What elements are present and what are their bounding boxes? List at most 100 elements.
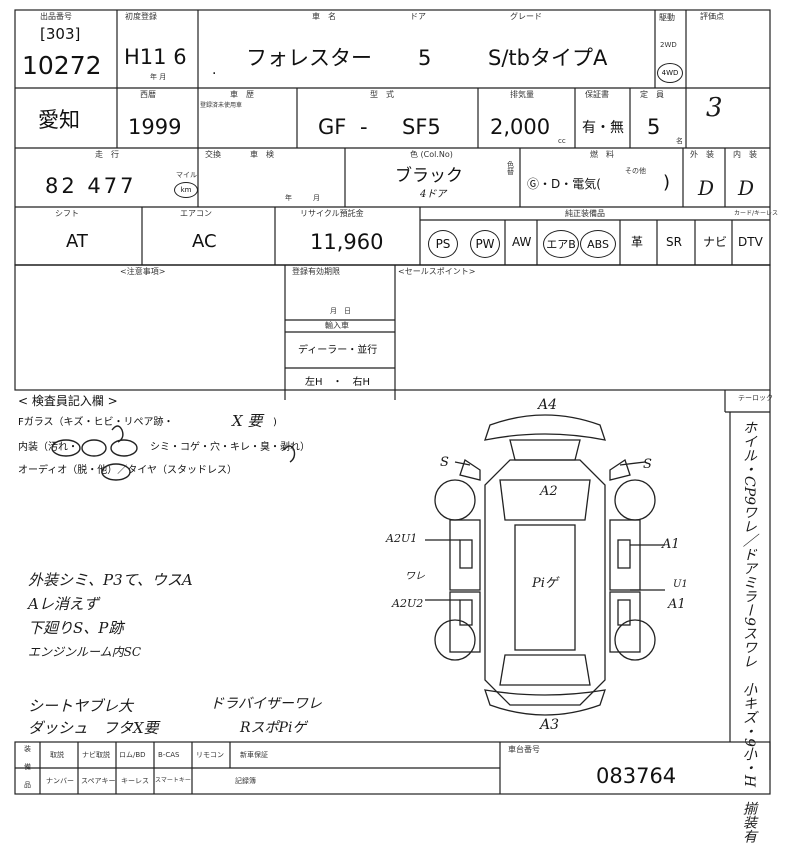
diag-label-left-rear: A2U2 <box>392 597 424 610</box>
grade-value: S/tbタイプA <box>488 46 608 70</box>
footer-item: B-CAS <box>158 751 180 759</box>
equip-navi: ナビ <box>703 235 728 249</box>
lot-label: 出品番号 <box>40 12 72 21</box>
lot-prefix: [303] <box>40 25 81 43</box>
displacement-value: 2,000 <box>490 115 551 139</box>
sales-point-label: <セールスポイント> <box>398 267 476 276</box>
drive-2wd: 2WD <box>660 41 677 49</box>
fuel-other: その他 <box>625 167 646 175</box>
reg-no-value: 083764 <box>596 764 677 788</box>
model-dash: - <box>360 115 368 139</box>
note-line: シートヤブレ大 <box>28 697 134 715</box>
fuel-close: ) <box>663 172 671 193</box>
diag-label-rear: A3 <box>540 717 560 733</box>
model-dot: . <box>212 62 217 78</box>
ac-label: エアコン <box>180 209 212 218</box>
drive-4wd-circled: 4WD <box>657 63 683 83</box>
type-sub: 登録済未使用車 <box>200 102 243 109</box>
score-label: 評価点 <box>700 12 724 21</box>
glass-line: Fガラス（キズ・ヒビ・リペア跡・ <box>18 417 174 428</box>
color-code: 4ドア <box>420 189 447 200</box>
interior-label: 内 装 <box>733 150 757 159</box>
doors-value: 5 <box>418 46 432 70</box>
inspection-sub: 年 月 <box>285 194 320 202</box>
shift-label: シフト <box>55 209 79 218</box>
region: 愛知 <box>38 108 80 132</box>
footer-item: ロム/BD <box>119 751 146 759</box>
notes-handwritten-3: ドラバイザーワレ RスポPiゲ <box>210 692 322 740</box>
notes-handwritten-2: シートヤブレ大 ダッシュ フタX要 <box>28 695 159 739</box>
first-reg-label: 初度登録 <box>125 12 157 21</box>
tire-label: テーロック <box>738 394 773 402</box>
import-value: ディーラー・並行 <box>298 345 378 356</box>
drive-label: 駆動 <box>659 13 675 22</box>
diag-label-left-front: A2U1 <box>386 532 418 545</box>
footer-item: リモコン <box>196 751 224 759</box>
capacity-unit: 名 <box>676 137 683 145</box>
note-line: ドラバイザーワレ <box>210 696 322 712</box>
model-prefix: GF <box>318 115 347 139</box>
first-reg: H11 6 <box>124 45 187 69</box>
handle-value: 左H ・ 右H <box>305 377 371 388</box>
model-code: SF5 <box>402 115 441 139</box>
warranty-label: 保証書 <box>585 90 609 99</box>
reg-period-label: 登録有効期限 <box>292 267 340 276</box>
warranty-value: 有・無 <box>582 120 624 136</box>
footer-item: 新車保証 <box>240 751 268 759</box>
model-code-label: 型 式 <box>370 90 394 99</box>
capacity-value: 5 <box>647 115 661 139</box>
equip-sr: SR <box>666 235 682 249</box>
equip-pw-circled: PW <box>470 230 500 258</box>
capacity-label: 定 員 <box>640 90 664 99</box>
year-label: 西暦 <box>140 90 156 99</box>
footer-item: ナンバー <box>46 777 74 785</box>
interior-items: シミ・コゲ・穴・キレ・臭・剥れ） <box>150 442 310 453</box>
odometer-label: 交換 <box>205 150 221 159</box>
score-value: 3 <box>706 93 723 123</box>
diag-label-left-mid: ワレ <box>405 571 425 582</box>
footer-side-2: 備 <box>24 763 31 771</box>
equip-dtv: DTV <box>738 235 763 249</box>
lot-number: 10272 <box>22 51 102 80</box>
note-line: エンジンルーム内SC <box>28 645 142 659</box>
ac-value: AC <box>192 231 217 252</box>
diag-label-right-rear: A1 <box>668 597 686 612</box>
exterior-value: D <box>698 176 715 200</box>
first-reg-sub: 年 月 <box>150 73 167 81</box>
car-damage-diagram <box>425 414 665 716</box>
shift-value: AT <box>66 231 88 252</box>
doors-label: ドア <box>410 12 426 21</box>
note-line: 外装シミ、P3て、ウスA <box>28 571 193 589</box>
interior-line: 内装（汚れ・ <box>18 442 78 453</box>
equipment-label: 純正装備品 <box>565 209 605 218</box>
footer-item: ナビ取説 <box>82 751 110 759</box>
footer-item: スマートキー <box>155 777 191 784</box>
diag-label-hood: A2 <box>540 484 558 499</box>
year-value: 1999 <box>128 115 182 139</box>
glass-close: ) <box>273 417 277 428</box>
mileage-value: 82 477 <box>45 174 137 198</box>
grade-label: グレード <box>510 12 542 21</box>
diag-label-mirror-right: S <box>643 457 652 472</box>
diag-label-front: A4 <box>538 397 558 413</box>
glass-mark: X 要 <box>232 412 263 430</box>
handwriting-circles <box>51 425 296 481</box>
reg-period-sub: 月 日 <box>330 307 351 315</box>
recycle-label: リサイクル預託金 <box>300 209 364 218</box>
color-change-label: 色替 <box>507 161 514 176</box>
mileage-km-circled: km <box>174 182 198 198</box>
footer-side-3: 品 <box>24 781 31 789</box>
side-vertical-note: ホイル・CP9ワレ／ドアミラー9スワレ 小キズ・9小・H 揃装有 <box>741 420 757 843</box>
note-line: 下廻りS、P跡 <box>28 619 124 637</box>
mileage-mile: マイル <box>176 171 197 179</box>
diag-label-right-mid: U1 <box>673 579 688 590</box>
footer-item: スペアキー <box>81 777 116 785</box>
equip-aw: AW <box>512 235 532 249</box>
footer-side-1: 装 <box>24 745 31 753</box>
inspector-title: < 検査員記入欄 > <box>18 394 118 408</box>
equip-abs-circled: ABS <box>580 230 616 258</box>
exterior-label: 外 装 <box>690 150 714 159</box>
equip-ps-circled: PS <box>428 230 458 258</box>
displacement-unit: cc <box>558 137 566 145</box>
model-name: フォレスター <box>246 46 372 70</box>
